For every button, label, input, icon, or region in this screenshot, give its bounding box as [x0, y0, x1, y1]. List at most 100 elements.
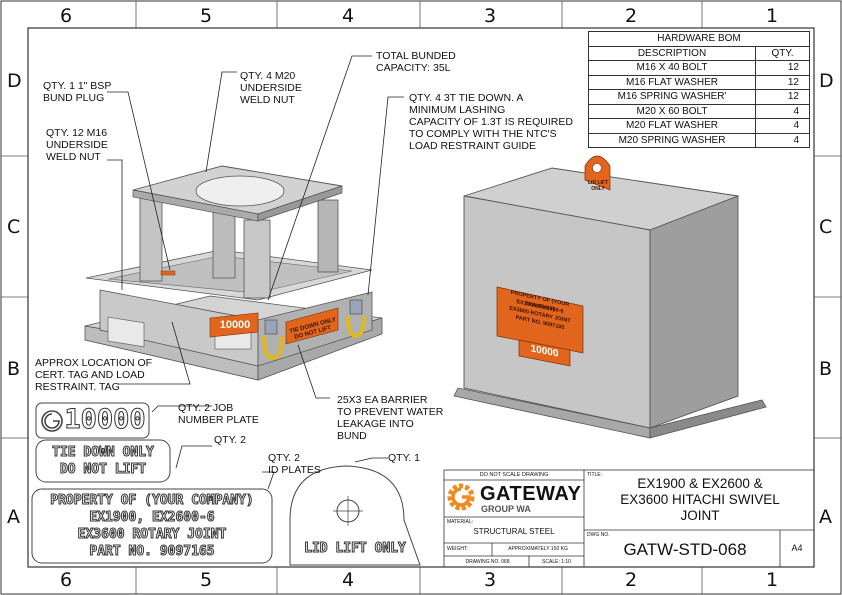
bund-stand-model — [84, 165, 383, 381]
bom-description: M20 X 60 BOLT — [588, 103, 756, 119]
dwg-no-label: DWG NO. — [587, 532, 610, 538]
do-not-scale-note: DO NOT SCALE DRAWING — [479, 472, 549, 478]
drawing-title-line: JOINT — [680, 508, 720, 523]
bsp-plug — [160, 270, 176, 276]
leader-lines — [107, 55, 404, 490]
property-plate-line: PART NO. 9097165 — [89, 544, 215, 560]
material-label: MATERIAL: — [447, 519, 474, 525]
callout-bund-capacity: TOTAL BUNDED CAPACITY: 35L — [376, 50, 456, 74]
property-plate-outline — [31, 488, 273, 564]
bom-qty: 12 — [755, 74, 810, 90]
box-flange — [649, 399, 767, 439]
tie-down-shackle — [346, 299, 366, 339]
model-lid-tag-text: LID LIFT ONLY — [588, 180, 608, 192]
bom-header-description: DESCRIPTION — [588, 45, 756, 61]
bom-qty: 4 — [755, 103, 810, 119]
zone-row-label: B — [7, 358, 21, 380]
zone-row-label: C — [7, 216, 21, 238]
pillar — [212, 205, 236, 279]
callout-barrier: 25X3 EA BARRIER TO PREVENT WATER LEAKAGE… — [337, 394, 444, 442]
weight-value: APPROXIMATELY 150 KG — [508, 546, 568, 552]
drawing-title-line: EX1900 & EX2600 & — [637, 476, 763, 491]
top-plate-hole — [195, 175, 285, 207]
company-subtitle: GROUP WA — [481, 504, 531, 514]
zone-row-label: B — [819, 358, 833, 380]
model-job-number: 10000 — [219, 319, 251, 331]
box-job-plate — [518, 339, 571, 367]
pillar — [139, 195, 163, 282]
top-plate-edge — [257, 185, 343, 222]
inner-border — [27, 27, 815, 568]
scale-value: SCALE: 1:10 — [542, 559, 571, 565]
closed-box-model — [453, 155, 767, 439]
bom-description: M16 X 40 BOLT — [588, 60, 756, 76]
tie-down-plate-outline — [35, 439, 171, 483]
callout-lid-plate-qty: QTY. 1 — [388, 452, 420, 464]
title-label: TITLE: — [587, 472, 603, 478]
callout-m16-weld-nut: QTY. 12 M16 UNDERSIDE WELD NUT — [46, 127, 108, 163]
property-plate-line: PROPERTY OF (YOUR COMPANY) — [50, 493, 255, 509]
zone-col-label: 2 — [625, 569, 638, 591]
property-plate-line: EX3600 ROTARY JOINT — [77, 527, 227, 543]
property-plate-line: EX1900, EX2600-6 — [89, 510, 215, 526]
pillar — [317, 199, 339, 273]
job-number-plate-outline — [35, 402, 150, 439]
material-value: STRUCTURAL STEEL — [473, 527, 555, 536]
bom-description: M20 FLAT WASHER — [588, 118, 756, 134]
zone-col-label: 5 — [200, 569, 213, 591]
zone-col-label: 6 — [60, 569, 73, 591]
tie-down-plate-line2: DO NOT LIFT — [59, 462, 147, 478]
zone-row-label: D — [7, 70, 22, 92]
callout-bsp-plug: QTY. 1 1" BSP BUND PLUG — [43, 80, 112, 104]
bom-row: M16 SPRING WASHER'12 — [588, 89, 810, 105]
zone-col-label: 4 — [342, 5, 355, 27]
pillar — [243, 219, 271, 299]
bom-description: M16 FLAT WASHER — [588, 74, 756, 90]
bom-title: HARDWARE BOM — [588, 31, 810, 47]
callout-cert-tag: APPROX LOCATION OF CERT. TAG AND LOAD RE… — [35, 357, 153, 393]
zone-col-label: 5 — [200, 5, 213, 27]
bom-description: M16 SPRING WASHER' — [588, 89, 756, 105]
zone-row-label: C — [819, 216, 833, 238]
box-property-plate — [496, 286, 584, 354]
zone-row-label: A — [7, 506, 20, 528]
callout-m20-weld-nut: QTY. 4 M20 UNDERSIDE WELD NUT — [240, 70, 302, 106]
tie-down-plate-line1: TIE DOWN ONLY — [52, 445, 155, 461]
bom-qty: 12 — [755, 60, 810, 76]
model-tie-down-plate — [285, 307, 339, 345]
company-name: GATEWAY — [480, 483, 582, 505]
drawing-number-small: DRAWING NO. 068 — [465, 559, 510, 565]
hardware-bom-table: HARDWARE BOM DESCRIPTION QTY. M16 X 40 B… — [588, 31, 810, 148]
box-side — [649, 195, 739, 429]
zone-row-label: D — [819, 70, 834, 92]
bund-slot — [107, 316, 145, 348]
callout-tie-down: QTY. 4 3T TIE DOWN. A MINIMUM LASHING CA… — [409, 92, 573, 152]
tie-down-shackle — [262, 319, 284, 361]
model-job-plate — [209, 312, 259, 338]
bom-header-qty: QTY. — [755, 45, 810, 61]
zone-col-label: 4 — [342, 569, 355, 591]
zone-col-label: 3 — [484, 5, 497, 27]
bom-qty: 4 — [755, 118, 810, 134]
zone-row-label: A — [819, 506, 832, 528]
sheet-size: A4 — [791, 543, 803, 553]
zone-col-label: 1 — [766, 569, 779, 591]
zone-col-label: 1 — [766, 5, 779, 27]
bom-description: M20 SPRING WASHER — [588, 132, 756, 148]
job-number-plate-text: 10000 — [64, 404, 146, 436]
callout-job-plate-qty: QTY. 2 JOB NUMBER PLATE — [178, 402, 259, 426]
callout-id-plates-qty: QTY. 2 ID PLATES — [268, 452, 321, 476]
bom-qty: 12 — [755, 89, 810, 105]
lid-lift-tag — [584, 155, 611, 191]
zone-col-label: 2 — [625, 5, 638, 27]
lid-lift-plate-text: LID LIFT ONLY — [304, 541, 407, 557]
zone-col-label: 3 — [484, 569, 497, 591]
